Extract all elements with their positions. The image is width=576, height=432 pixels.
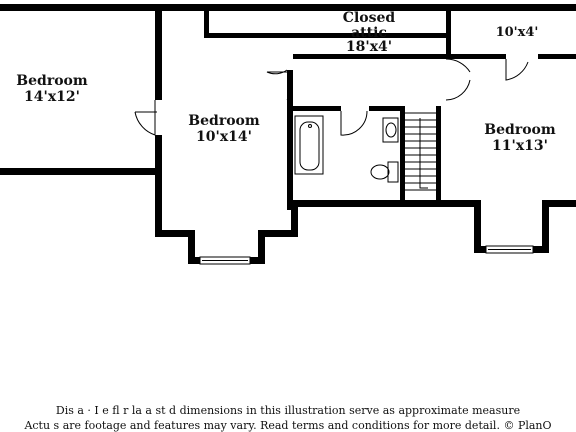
attic-name-line1: Closed (343, 10, 396, 26)
attic-size: 18'x4' (346, 39, 392, 55)
bedroom-left-name: Bedroom (16, 73, 88, 89)
attic-name-line2: attic (351, 25, 387, 41)
room-labels: Bedroom 14'x12' Bedroom 10'x14' Closed a… (16, 10, 556, 154)
walls (0, 4, 576, 264)
disclaimer-line-2: Actu s are footage and features may vary… (24, 419, 552, 432)
bedroom-left-size: 14'x12' (24, 89, 80, 105)
bathroom-fixtures (294, 115, 399, 183)
closet-right-size: 10'x4' (496, 25, 539, 40)
bedroom-right-name: Bedroom (484, 122, 556, 138)
bedroom-center-size: 10'x14' (196, 129, 252, 145)
disclaimer-line-1: Dis a · I e fl r la a st d dimensions in… (55, 404, 521, 417)
bedroom-center-name: Bedroom (188, 113, 260, 129)
bedroom-right-size: 11'x13' (492, 138, 548, 154)
staircase (405, 112, 436, 191)
doors (134, 58, 529, 136)
windows (199, 245, 534, 265)
